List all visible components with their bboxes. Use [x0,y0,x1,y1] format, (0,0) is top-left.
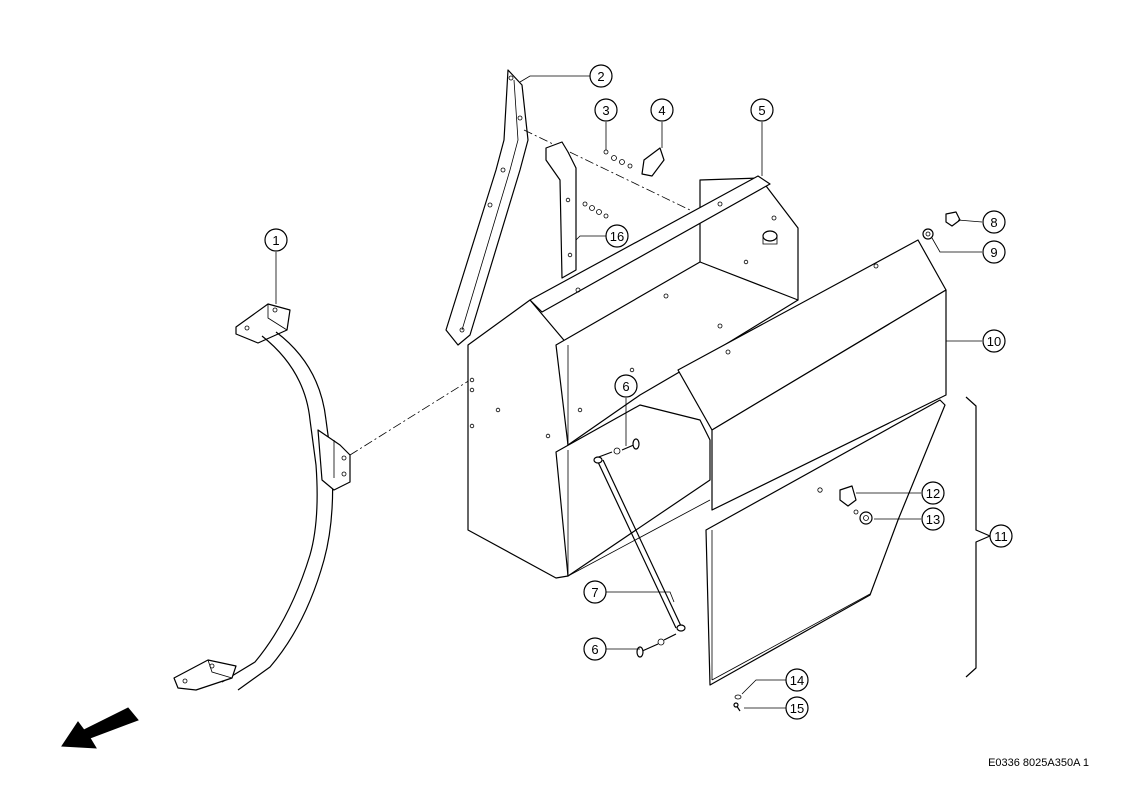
callout-13: 13 [921,507,945,531]
callout-8: 8 [982,210,1006,234]
callout-9: 9 [982,240,1006,264]
callout-3: 3 [594,98,618,122]
svg-text:13: 13 [926,512,940,527]
callout-1: 1 [264,228,288,252]
side-arm-part [445,69,529,346]
svg-text:14: 14 [790,673,804,688]
svg-text:10: 10 [987,334,1001,349]
direction-arrow-icon [61,707,139,749]
callout-14: 14 [785,668,809,692]
callout-12: 12 [921,481,945,505]
svg-text:5: 5 [758,103,765,118]
hopper-box-part [467,175,799,579]
callout-15: 15 [785,696,809,720]
svg-text:3: 3 [602,103,609,118]
frame-alignment-line [349,379,471,456]
leader-lines [275,75,983,709]
svg-text:6: 6 [622,379,629,394]
callout-10: 10 [982,329,1006,353]
callout-16: 16 [605,224,629,248]
svg-text:2: 2 [597,69,604,84]
lid-assembly-part [705,399,946,686]
svg-text:16: 16 [610,229,624,244]
front-cover-part [677,239,947,511]
svg-text:11: 11 [994,529,1008,544]
drawing-code: E0336 8025A350A 1 [988,757,1089,769]
callout-4: 4 [650,98,674,122]
support-frame-part [173,303,351,691]
svg-text:15: 15 [790,701,804,716]
arm-alignment-line [523,129,691,211]
callout-2: 2 [589,64,613,88]
svg-text:4: 4 [658,103,665,118]
svg-text:9: 9 [990,245,997,260]
hardware-parts [582,147,961,712]
callout-6-lower: 6 [583,637,607,661]
assembly-bracket [965,396,991,678]
svg-text:6: 6 [591,642,598,657]
callout-11: 11 [989,524,1013,548]
svg-text:7: 7 [591,585,598,600]
callout-7: 7 [583,580,607,604]
callout-6-upper: 6 [614,374,638,398]
svg-text:12: 12 [926,486,940,501]
svg-text:1: 1 [272,233,279,248]
inner-panel-part [545,141,577,279]
callout-5: 5 [750,98,774,122]
svg-text:8: 8 [990,215,997,230]
